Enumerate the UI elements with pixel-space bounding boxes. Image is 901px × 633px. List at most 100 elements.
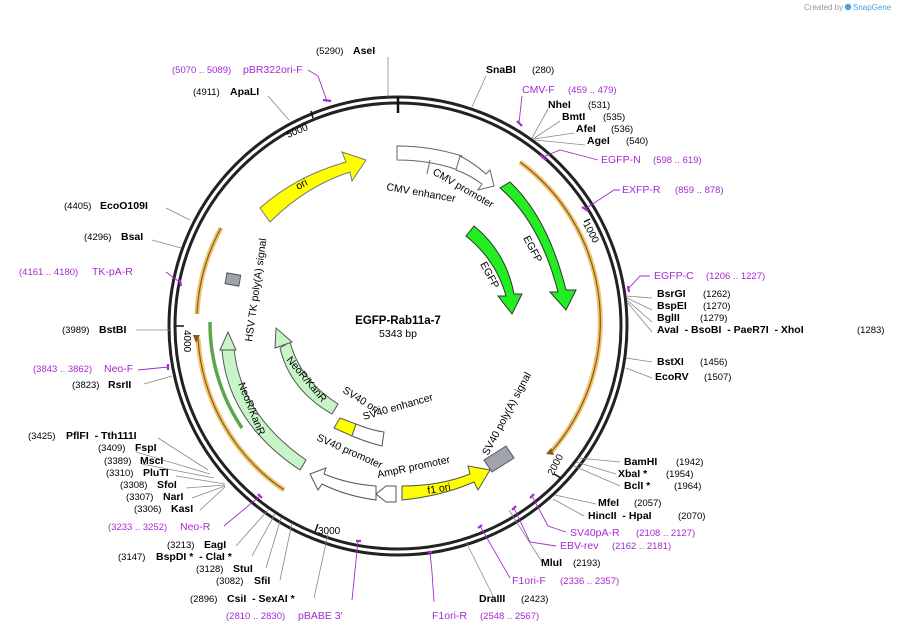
snapgene-logo-icon — [844, 3, 852, 11]
site-name: SfiI — [254, 575, 270, 587]
primer-pos: (459 .. 479) — [568, 85, 617, 96]
site-name: BglII — [657, 312, 680, 324]
site-name: AfeI — [576, 123, 596, 135]
site-pos: (4296) — [84, 232, 111, 243]
site-name: CsiI - SexAI * — [227, 593, 296, 605]
sv40-enhancer-feature — [351, 423, 385, 447]
tick-3000: 3000 — [314, 523, 341, 537]
site-name: NheI — [548, 99, 571, 111]
site-pos: (1507) — [704, 372, 731, 383]
primer-pos: (2336 .. 2357) — [560, 576, 619, 587]
ampr-promoter-feature — [375, 485, 397, 503]
plasmid-name: EGFP-Rab11a-7 — [355, 315, 441, 327]
site-pos: (535) — [603, 112, 625, 123]
site-pos: (3128) — [196, 564, 223, 575]
primer-pos: (598 .. 619) — [653, 155, 702, 166]
site-name: BspDI * - ClaI * — [156, 551, 233, 563]
neokan-inner-head — [274, 326, 293, 349]
site-name: XbaI * — [618, 468, 648, 480]
neokan-outer-head — [219, 330, 237, 351]
site-pos: (1279) — [700, 313, 727, 324]
primer-name: EGFP-C — [654, 270, 694, 282]
egfp-inner-feature — [465, 225, 523, 315]
orf-egfp-right-line — [519, 161, 601, 453]
neokan-outer-body — [221, 347, 307, 471]
site-name: NarI — [163, 491, 184, 503]
site-pos: (3082) — [216, 576, 243, 587]
primer-pos: (5070 .. 5089) — [172, 65, 231, 76]
site-name: SnaBI — [486, 64, 516, 76]
site-pos: (3409) — [98, 443, 125, 454]
site-name: RsrII — [108, 379, 131, 391]
orf-arrowhead-left — [193, 335, 200, 343]
primer-name: CMV-F — [522, 84, 555, 96]
plasmid-length: 5343 bp — [379, 328, 417, 340]
site-name: AgeI — [587, 135, 610, 147]
svg-text:4000: 4000 — [181, 330, 192, 353]
primer-pos: (4161 .. 4180) — [19, 267, 78, 278]
site-pos: (3308) — [120, 480, 147, 491]
svg-text:3000: 3000 — [318, 526, 341, 537]
primer-name: EGFP-N — [601, 154, 641, 166]
site-name: EcoO109I — [100, 200, 148, 212]
site-pos: (1270) — [703, 301, 730, 312]
tick-4000: 4000 — [176, 325, 192, 353]
primer-name: EXFP-R — [622, 184, 661, 196]
primer-name: pBABE 3' — [298, 610, 343, 622]
ori-feature — [259, 151, 367, 223]
site-name: KasI — [171, 503, 193, 515]
primer-labels: (5070 .. 5089) pBR322ori-F CMV-F (459 ..… — [19, 64, 765, 622]
site-pos: (3989) — [62, 325, 89, 336]
primer-name: pBR322ori-F — [243, 64, 303, 76]
site-pos: (2193) — [573, 558, 600, 569]
site-pos: (1942) — [676, 457, 703, 468]
site-pos: (3389) — [104, 456, 131, 467]
site-name: ApaLI — [230, 86, 259, 98]
primer-name: SV40pA-R — [570, 527, 620, 539]
primer-name: Neo-F — [104, 363, 133, 375]
site-pos: (4911) — [193, 87, 220, 98]
site-pos: (3147) — [118, 552, 145, 563]
neokan-inner-body — [279, 341, 339, 415]
site-pos: (1262) — [703, 289, 730, 300]
site-pos: (3213) — [167, 540, 194, 551]
hsv-tk-label: HSV TK poly(A) signal — [243, 237, 269, 342]
cmv-enhancer-feature — [396, 145, 463, 171]
site-name: StuI — [233, 563, 253, 575]
primer-name: TK-pA-R — [92, 266, 133, 278]
site-name: MscI — [140, 455, 163, 467]
site-name: PluTI — [143, 467, 169, 479]
site-pos: (1456) — [700, 357, 727, 368]
f1-ori-label: f1 ori — [426, 481, 451, 497]
site-pos: (3823) — [72, 380, 99, 391]
site-pos: (5290) — [316, 46, 343, 57]
orf-egfp-right — [518, 159, 603, 454]
orf-arrowhead — [546, 448, 554, 455]
site-name: MluI — [541, 557, 562, 569]
site-pos: (536) — [611, 124, 633, 135]
site-labels: (5290) AseI SnaBI (280) (4911) ApaLI Nhe… — [28, 45, 884, 605]
site-pos: (3425) — [28, 431, 55, 442]
primer-pos: (1206 .. 1227) — [706, 271, 765, 282]
site-name: SfoI — [157, 479, 177, 491]
primer-pos: (2162 .. 2181) — [612, 541, 671, 552]
site-name: MfeI — [598, 497, 619, 509]
primer-pos: (2548 .. 2567) — [480, 611, 539, 622]
site-pos: (531) — [588, 100, 610, 111]
site-pos: (3307) — [126, 492, 153, 503]
credit-text: Created by — [804, 3, 843, 12]
site-pos: (2896) — [190, 594, 217, 605]
site-name: BmtI — [562, 111, 585, 123]
site-leaders — [135, 57, 653, 599]
site-name: AseI — [353, 45, 375, 57]
primer-name: Neo-R — [180, 521, 211, 533]
primer-pos: (859 .. 878) — [675, 185, 724, 196]
site-pos: (280) — [532, 65, 554, 76]
site-name: EcoRV — [655, 371, 689, 383]
site-pos: (1283) — [857, 325, 884, 336]
primer-name: EBV-rev — [560, 540, 599, 552]
sv40-promoter-feature — [309, 467, 377, 501]
egfp-outer-feature — [499, 181, 577, 311]
site-pos: (2070) — [678, 511, 705, 522]
